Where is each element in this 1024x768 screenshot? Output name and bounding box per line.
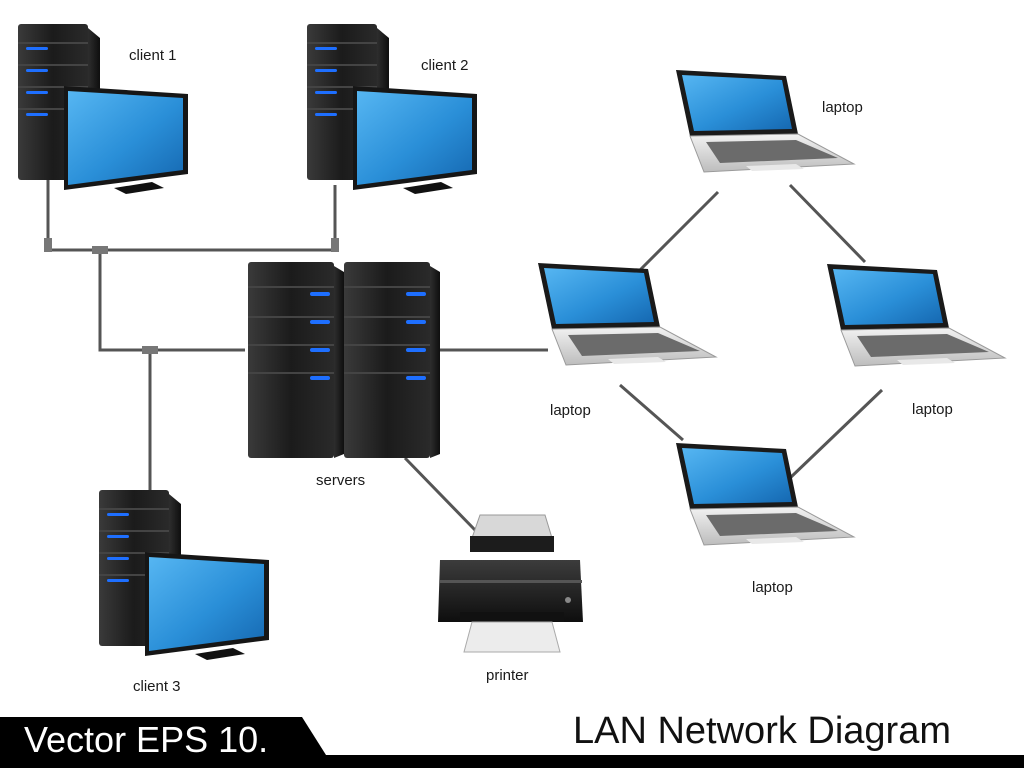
printer xyxy=(438,514,583,653)
cable-junctions xyxy=(44,238,339,354)
laptop-left xyxy=(537,262,717,366)
client-2-label: client 2 xyxy=(421,57,469,74)
client-3-computer xyxy=(99,490,269,660)
servers xyxy=(248,262,440,458)
laptop-left-label: laptop xyxy=(550,402,591,419)
laptop-bottom xyxy=(675,442,855,546)
cable-servers-printer xyxy=(403,456,477,532)
footer-title: LAN Network Diagram xyxy=(573,710,951,752)
laptop-bottom-label: laptop xyxy=(752,579,793,596)
laptop-right xyxy=(826,263,1006,367)
cable-laptop-right-bottom xyxy=(788,388,884,480)
laptop-top xyxy=(675,69,855,173)
client-2-computer xyxy=(307,24,477,194)
cable-laptop-left-top xyxy=(638,190,720,272)
footer-left-text: Vector EPS 10. xyxy=(24,719,268,760)
cables xyxy=(46,180,884,532)
cable-laptop-top-right xyxy=(788,183,867,264)
cable-laptop-bottom-left xyxy=(619,383,684,442)
servers-label: servers xyxy=(316,472,365,489)
client-1-label: client 1 xyxy=(129,47,177,64)
cable-client1 xyxy=(46,180,337,252)
laptop-right-label: laptop xyxy=(912,401,953,418)
footer: Vector EPS 10. LAN Network Diagram xyxy=(0,710,1024,768)
cable-trunk xyxy=(98,250,245,352)
laptop-top-label: laptop xyxy=(822,99,863,116)
printer-label: printer xyxy=(486,667,529,684)
footer-left-band xyxy=(0,717,326,755)
client-3-label: client 3 xyxy=(133,678,181,695)
